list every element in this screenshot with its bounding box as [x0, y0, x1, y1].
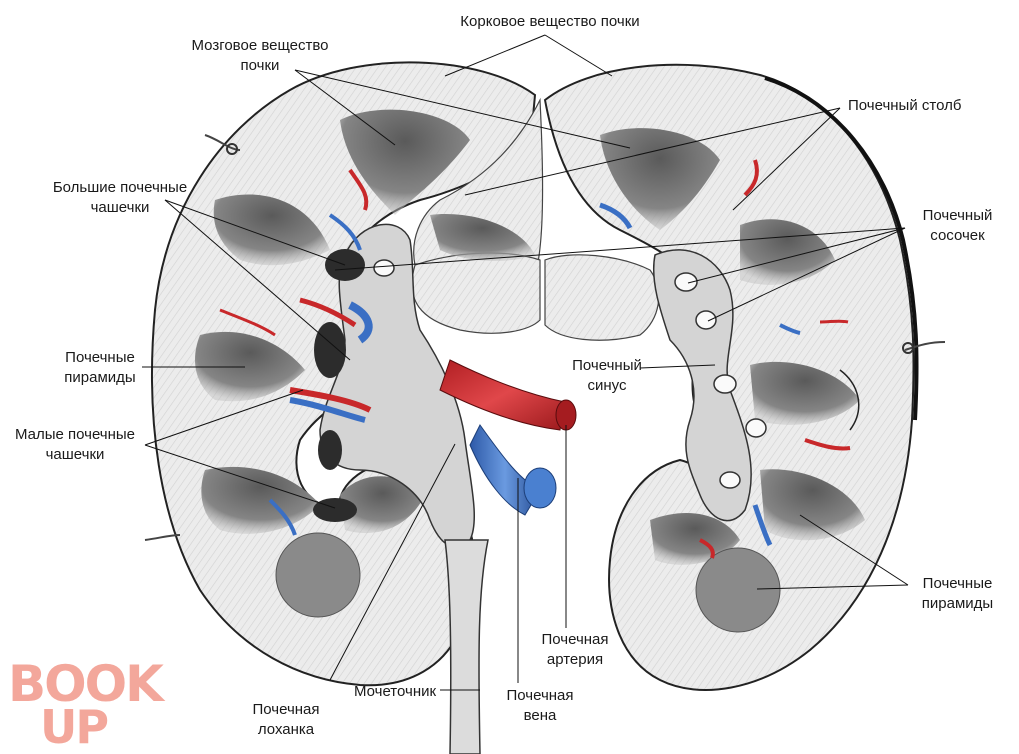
- ureter: [444, 539, 489, 754]
- papilla-right-2: [695, 310, 717, 330]
- calyx-cavity-2: [314, 322, 346, 378]
- label-pyramids-left: Почечные пирамиды: [64, 349, 136, 386]
- label-cortex: Корковое вещество почки: [460, 13, 640, 30]
- right-renal-sinus: [652, 249, 752, 522]
- pyramid-left-top: [340, 109, 470, 215]
- vessel-red-right-2: [804, 438, 851, 451]
- papilla-right-3: [713, 374, 737, 394]
- pyramid-left-cross-section: [275, 532, 361, 618]
- vessel-red-left-3: [348, 168, 369, 211]
- label-renal-vein: Почечная вена: [506, 687, 574, 724]
- hook-right: [904, 341, 946, 351]
- renal-vein: [469, 424, 541, 516]
- pyramid-right-top: [600, 128, 720, 230]
- label-ureter: Мочеточник: [353, 683, 437, 700]
- papilla-left-1: [373, 259, 395, 277]
- pyramid-left-inner2: [340, 476, 425, 534]
- vessel-blue-left-1: [289, 397, 366, 423]
- vessel-blue-left-2: [348, 301, 373, 344]
- vessel-red-left-4: [219, 308, 276, 337]
- hook-left-bottom: [144, 534, 181, 541]
- right-pyramid-arc: [839, 369, 860, 431]
- pyramid-right-bottom: [650, 512, 740, 565]
- watermark-bookup-line2: UP: [40, 700, 109, 754]
- label-medulla: Мозговое вещество почки: [191, 37, 329, 74]
- left-kidney-half: [151, 61, 577, 754]
- pyramid-left-inner: [430, 214, 535, 262]
- hook-left-top-ring: [226, 143, 238, 155]
- vessel-red-right-3: [699, 538, 715, 559]
- leader-lines: [142, 34, 909, 691]
- label-renal-pelvis: Почечная лоханка: [252, 701, 320, 738]
- pyramid-right-upper: [740, 219, 835, 285]
- label-renal-artery: Почечная артерия: [541, 631, 609, 668]
- right-inner-lobe: [544, 254, 660, 341]
- vessel-blue-left-3: [328, 213, 362, 251]
- vessel-blue-right-3: [779, 323, 801, 335]
- right-kidney-half: [373, 63, 919, 691]
- vessel-blue-right-1: [599, 202, 633, 230]
- label-minor-calyces: Малые почечные чашечки: [14, 426, 136, 463]
- calyx-cavity-3: [313, 498, 357, 522]
- vessel-blue-left-4: [268, 498, 297, 536]
- pyramid-left-mid: [195, 331, 305, 402]
- hook-right-ring: [902, 342, 914, 354]
- label-renal-sinus: Почечный синус: [572, 357, 642, 394]
- watermark-bookup-line1: BOOK: [8, 655, 164, 713]
- renal-artery: [439, 359, 566, 431]
- label-renal-papilla: Почечный сосочек: [922, 207, 993, 244]
- pyramid-left-low: [201, 466, 320, 534]
- calyx-cavity-4: [318, 430, 342, 470]
- vessel-red-right-1: [743, 159, 759, 197]
- papilla-right-1: [674, 272, 698, 292]
- vessel-red-left-2: [299, 297, 357, 328]
- vessel-red-right-4: [819, 319, 849, 324]
- label-pyramids-right: Почечные пирамиды: [921, 575, 994, 612]
- label-major-calyces: Большие почечные чашечки: [52, 179, 188, 216]
- pyramid-left-upper: [213, 194, 330, 266]
- pyramid-right-cross-section: [695, 547, 781, 633]
- pyramid-right-lower: [760, 469, 865, 541]
- pyramid-right-mid: [750, 361, 860, 425]
- vessel-blue-right-2: [752, 504, 773, 547]
- papilla-right-5: [719, 471, 741, 489]
- right-outer-rim: [764, 76, 919, 421]
- renal-vein-end: [523, 467, 557, 509]
- papilla-right-4: [745, 418, 767, 438]
- label-renal-column: Почечный столб: [848, 97, 962, 114]
- left-middle-lobe: [411, 252, 541, 334]
